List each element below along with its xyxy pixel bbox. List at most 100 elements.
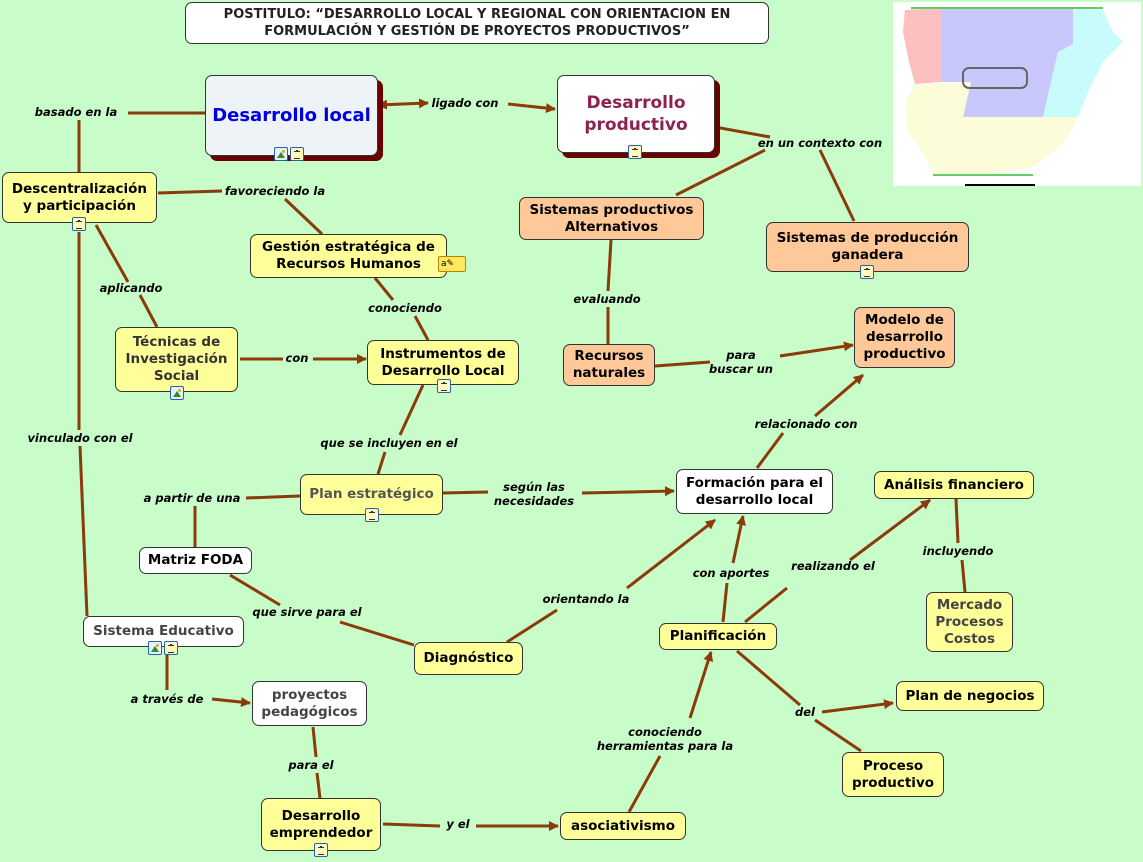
link-label: que sirve para el <box>252 605 362 619</box>
concept-tecnicas[interactable]: Técnicas de Investigación Social <box>115 327 238 392</box>
concept-modelo[interactable]: Modelo de desarrollo productivo <box>854 307 955 368</box>
concept-label: Modelo de desarrollo productivo <box>863 312 946 362</box>
concept-desarrollo-local[interactable]: Desarrollo local <box>205 75 378 156</box>
link-label: vinculado con el <box>27 431 133 445</box>
concept-label: Plan de negocios <box>905 687 1035 704</box>
concept-sistemas-ganadera[interactable]: Sistemas de producción ganadera <box>766 222 969 272</box>
concept-proyectos-pedagogicos[interactable]: proyectos pedagógicos <box>252 681 367 726</box>
concept-planificacion[interactable]: Planificación <box>659 623 777 650</box>
concept-label: Formación para el desarrollo local <box>685 474 824 508</box>
image-icon[interactable] <box>274 147 288 161</box>
link-label: con aportes <box>692 566 770 580</box>
link-label: según las necesidades <box>493 480 575 508</box>
concept-instrumentos[interactable]: Instrumentos de Desarrollo Local <box>367 340 519 385</box>
concept-label: Plan estratégico <box>309 486 434 502</box>
title-line1: POSTITULO: “DESARROLLO LOCAL Y REGIONAL … <box>223 7 731 22</box>
region-map-image <box>893 2 1141 186</box>
link-line <box>627 755 662 813</box>
link-line <box>818 149 856 222</box>
concept-label: Técnicas de Investigación Social <box>125 334 228 384</box>
link-line <box>821 699 894 714</box>
concept-label: Sistema Educativo <box>93 623 234 639</box>
link-line <box>507 102 556 114</box>
concept-diagnostico[interactable]: Diagnóstico <box>414 642 523 675</box>
link-line <box>311 726 318 758</box>
concept-plan-negocios[interactable]: Plan de negocios <box>896 681 1044 711</box>
link-line <box>849 498 931 562</box>
link-label: conociendo herramientas para la <box>596 725 734 753</box>
concept-analisis[interactable]: Análisis financiero <box>874 471 1034 499</box>
concept-descentralizacion[interactable]: Descentralización y participación <box>2 172 157 223</box>
note-icon[interactable]: a✎ <box>438 256 466 272</box>
concept-label: Mercado Procesos Costos <box>935 596 1004 647</box>
link-label: favoreciendo la <box>224 184 326 198</box>
concept-gestion[interactable]: Gestión estratégica de Recursos Humanos <box>250 234 447 278</box>
concept-label: asociativismo <box>570 817 676 834</box>
link-label: aplicando <box>99 281 163 295</box>
concept-sistema-educativo[interactable]: Sistema Educativo <box>83 616 244 647</box>
concept-recursos[interactable]: Recursos naturales <box>563 344 655 386</box>
link-label: conociendo <box>368 301 442 315</box>
link-line <box>954 498 960 544</box>
concept-proceso-productivo[interactable]: Proceso productivo <box>842 752 944 797</box>
link-label: con <box>285 351 309 365</box>
link-label: del <box>795 705 815 719</box>
concept-label: Sistemas productivos Alternativos <box>529 201 694 235</box>
link-line <box>736 649 801 707</box>
concept-label: Análisis financiero <box>884 476 1024 493</box>
concept-formacion[interactable]: Formación para el desarrollo local <box>676 469 833 514</box>
concept-label: Descentralización y participación <box>11 180 148 214</box>
link-line <box>675 148 766 197</box>
link-line <box>78 445 89 617</box>
concept-desarrollo-productivo[interactable]: Desarrollo productivo <box>557 75 715 153</box>
link-label: a partir de una <box>143 491 241 505</box>
document-icon[interactable] <box>72 217 86 231</box>
link-line <box>377 98 429 110</box>
concept-desarrollo-emprendedor[interactable]: Desarrollo emprendedor <box>261 798 381 851</box>
link-line <box>654 360 711 368</box>
concept-label: Desarrollo local <box>212 105 371 126</box>
link-line <box>606 239 613 292</box>
link-line <box>94 224 130 283</box>
document-icon[interactable] <box>290 147 304 161</box>
link-label: y el <box>446 817 470 831</box>
image-icon[interactable] <box>148 641 162 655</box>
link-label: ligado con <box>431 96 499 110</box>
document-icon[interactable] <box>437 379 451 393</box>
link-line <box>714 125 771 139</box>
link-label: para el <box>288 758 334 772</box>
link-line <box>376 451 387 475</box>
image-icon[interactable] <box>170 386 184 400</box>
document-icon[interactable] <box>860 265 874 279</box>
document-icon[interactable] <box>314 843 328 857</box>
concept-sistemas-alternativos[interactable]: Sistemas productivos Alternativos <box>519 197 704 240</box>
link-line <box>731 515 747 564</box>
link-line <box>138 294 159 328</box>
document-icon[interactable] <box>628 145 642 159</box>
concept-label: proyectos pedagógicos <box>261 686 358 720</box>
document-icon[interactable] <box>365 508 379 522</box>
link-line <box>315 772 322 799</box>
link-line <box>283 197 324 236</box>
link-label: a través de <box>130 692 204 706</box>
link-line <box>814 373 864 418</box>
link-line <box>211 697 251 708</box>
link-line <box>688 651 714 719</box>
concept-label: Recursos naturales <box>572 348 646 381</box>
link-label: orientando la <box>542 592 630 606</box>
link-line <box>814 718 862 753</box>
link-label: relacionado con <box>754 417 858 431</box>
link-label: evaluando <box>573 292 641 306</box>
concept-mercado[interactable]: Mercado Procesos Costos <box>926 592 1013 652</box>
link-label: basado en la <box>34 105 118 119</box>
link-label: para buscar un <box>709 348 773 376</box>
link-line <box>506 608 558 644</box>
concept-label: Sistemas de producción ganadera <box>776 230 959 263</box>
document-icon[interactable] <box>164 641 178 655</box>
concept-matriz-foda[interactable]: Matriz FODA <box>139 547 252 574</box>
link-line <box>245 494 301 500</box>
concept-label: Planificación <box>669 628 767 644</box>
concept-asociativismo[interactable]: asociativismo <box>560 812 686 840</box>
link-line <box>581 486 675 497</box>
